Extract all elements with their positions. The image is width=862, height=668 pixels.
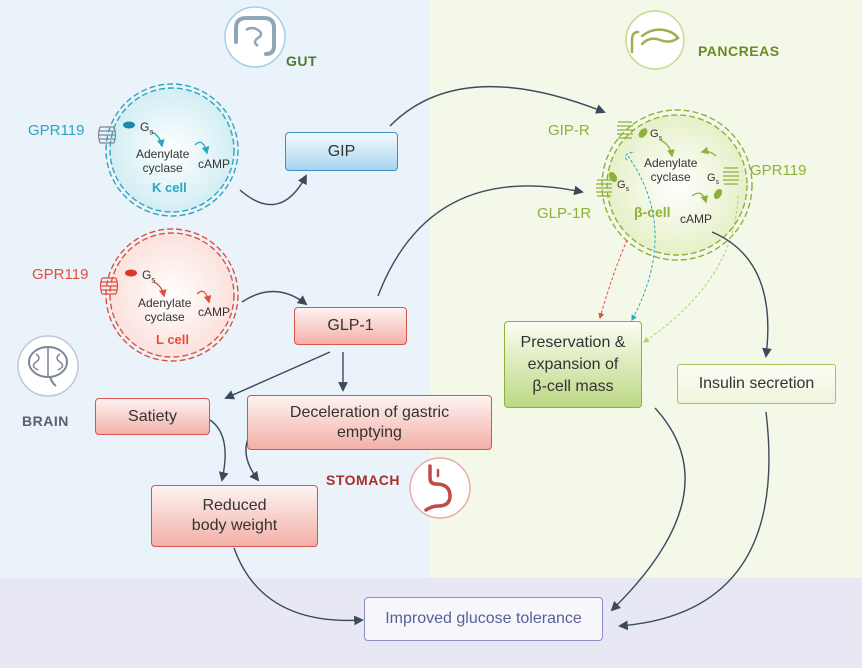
satiety-box: Satiety — [95, 398, 210, 435]
stomach-label: STOMACH — [326, 472, 401, 488]
gs-protein-l — [125, 269, 137, 277]
beta-gpr119-label: GPR119 — [750, 162, 807, 179]
glp1-box: GLP-1 — [294, 307, 407, 345]
l-cell-gpr119-label: GPR119 — [32, 266, 89, 283]
pancreas-icon — [625, 10, 685, 70]
beta-gs-label-2: Gs — [617, 179, 630, 194]
insulin-secretion-box: Insulin secretion — [677, 364, 836, 404]
arrow-satiety-weight — [209, 419, 229, 482]
glp1r-label: GLP-1R — [537, 205, 592, 222]
arrow-beta-insulin — [711, 231, 772, 358]
beta-gs-label-3: Gs — [707, 172, 720, 187]
gs-protein-k — [123, 121, 135, 129]
beta-gs-label-1: Gs — [650, 128, 663, 143]
pancreas-label: PANCREAS — [698, 43, 780, 59]
gpr119-receptor-beta — [723, 167, 739, 185]
dashed-arrow-gpr119-mass — [643, 195, 739, 343]
l-cell-camp-label: cAMP — [198, 305, 231, 319]
pancreas-panel — [430, 0, 862, 578]
arrow-kcell-gip — [239, 174, 307, 206]
stomach-icon — [409, 457, 471, 519]
improved-glucose-tolerance-box: Improved glucose tolerance — [364, 597, 603, 641]
arrow-insulin-glucose — [618, 411, 770, 631]
arrow-lcell-glp1 — [241, 290, 308, 306]
arrow-mass-glucose — [610, 407, 686, 612]
beta-cell-name: β-cell — [634, 204, 671, 220]
l-cell-gs-label: Gs — [142, 268, 156, 285]
gpr119-receptor-l — [99, 277, 119, 295]
brain-icon — [17, 335, 79, 397]
k-cell-gs-label: Gs — [140, 120, 154, 137]
brain-label: BRAIN — [22, 413, 69, 429]
glp1r-receptor — [596, 179, 612, 197]
arrow-glp1-satiety — [224, 351, 331, 400]
arrow-weight-glucose — [233, 547, 364, 626]
k-cell-camp-label: cAMP — [198, 157, 231, 171]
gip-box: GIP — [285, 132, 398, 171]
gpr119-receptor-k — [97, 126, 117, 144]
gut-label: GUT — [286, 53, 318, 69]
k-cell — [97, 83, 239, 217]
dashed-arrow-glp1r-mass — [598, 239, 628, 320]
beta-camp-label: cAMP — [680, 212, 713, 226]
arrow-glp1-glp1r — [377, 185, 584, 297]
k-cell-gpr119-label: GPR119 — [28, 122, 85, 139]
gipr-receptor — [617, 121, 633, 139]
beta-cell — [596, 109, 753, 261]
l-cell — [99, 228, 239, 362]
arrow-gip-gipr — [389, 85, 606, 127]
intestine-icon — [224, 6, 286, 68]
gipr-label: GIP-R — [548, 122, 590, 139]
dashed-arrow-gipr-mass — [627, 155, 656, 322]
k-cell-name: K cell — [152, 180, 187, 195]
l-cell-name: L cell — [156, 332, 190, 347]
